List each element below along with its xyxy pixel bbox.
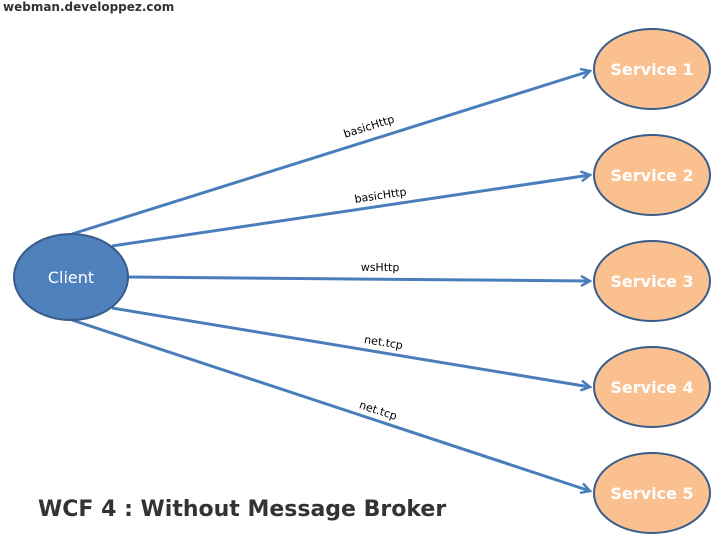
watermark: webman.developpez.com — [3, 0, 174, 14]
client-label: Client — [48, 268, 94, 287]
edge-line — [71, 318, 590, 491]
edge-2: basicHttp — [111, 175, 590, 248]
service-ellipse[interactable] — [593, 346, 711, 428]
edge-line — [111, 175, 590, 248]
service-node-2[interactable]: Service 2 — [593, 134, 711, 216]
service-label: Service 4 — [610, 378, 693, 397]
service-node-3[interactable]: Service 3 — [593, 240, 711, 322]
edge-4: net.tcp — [111, 306, 590, 387]
service-ellipse[interactable] — [593, 452, 711, 534]
service-node-5[interactable]: Service 5 — [593, 452, 711, 534]
diagram-title: WCF 4 : Without Message Broker — [38, 497, 446, 522]
client-ellipse[interactable] — [13, 233, 129, 321]
edge-line — [111, 306, 590, 387]
services: Service 1 Service 2 Service 3 Service 4 Serv… — [593, 28, 711, 534]
client-node[interactable]: Client — [13, 233, 129, 321]
edge-label: net.tcp — [358, 398, 399, 423]
service-ellipse[interactable] — [593, 28, 711, 110]
edge-3: wsHttp — [127, 261, 590, 281]
edge-label: basicHttp — [342, 113, 396, 141]
edge-label: wsHttp — [361, 261, 400, 274]
service-label: Service 5 — [610, 484, 693, 503]
service-ellipse[interactable] — [593, 240, 711, 322]
service-label: Service 1 — [610, 60, 693, 79]
service-node-4[interactable]: Service 4 — [593, 346, 711, 428]
edges: basicHttp basicHttp wsHttp net.tcp net.tcp — [71, 71, 590, 491]
edge-1: basicHttp — [71, 71, 590, 236]
edge-label: net.tcp — [363, 333, 404, 352]
service-ellipse[interactable] — [593, 134, 711, 216]
edge-line — [127, 277, 590, 281]
service-label: Service 3 — [610, 272, 693, 291]
edge-line — [71, 71, 590, 236]
service-node-1[interactable]: Service 1 — [593, 28, 711, 110]
service-label: Service 2 — [610, 166, 693, 185]
